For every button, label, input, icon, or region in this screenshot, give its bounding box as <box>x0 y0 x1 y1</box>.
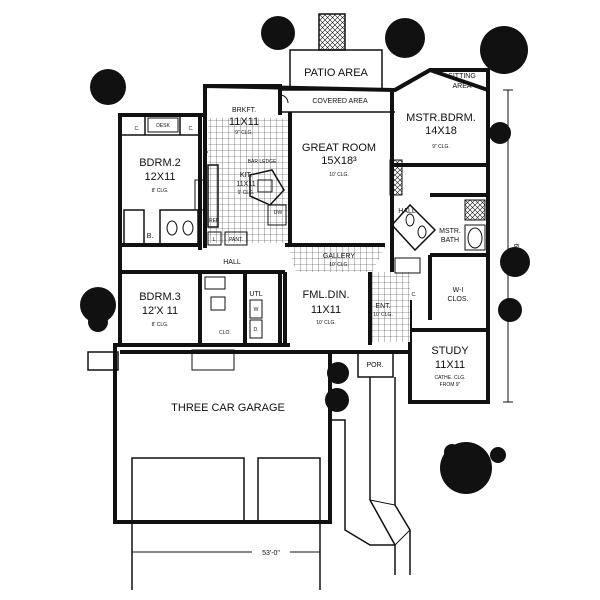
great-room-label: GREAT ROOM <box>302 142 376 154</box>
refrigerator-label: REF <box>209 218 219 224</box>
porch-walkway <box>330 351 411 575</box>
hall-master-label: HALL <box>398 208 416 215</box>
fixture-labels: HALL HALL DESK C. C. BAR LEDGE B. PANT. … <box>135 123 417 336</box>
closet-label-3: C. <box>412 292 417 298</box>
utility-fixtures <box>191 276 263 371</box>
garage-label: THREE CAR GARAGE <box>171 402 285 414</box>
master-bath-line2: BATH <box>441 237 459 244</box>
garage: THREE CAR GARAGE <box>87 351 321 590</box>
entry-ceiling: 10' CLG. <box>373 312 393 318</box>
kitchen-ceiling: 9' CLG. <box>238 190 255 196</box>
fireplace <box>389 159 403 196</box>
wic-line1: W-I <box>453 287 464 294</box>
study-label: STUDY <box>431 345 469 357</box>
breakfast-size: 11X11 <box>229 116 259 128</box>
bedroom2-size: 12X11 <box>145 171 176 183</box>
study-size: 11X11 <box>435 359 465 371</box>
closet-label-1: C. <box>135 126 140 132</box>
depth-dimension: 64' <box>512 243 519 252</box>
utility-label: UTL <box>249 291 262 298</box>
kitchen-counters <box>207 164 287 246</box>
bedroom2-closets <box>120 115 200 136</box>
gallery-floor <box>288 247 385 272</box>
linen-label: L <box>213 237 216 243</box>
rear-wall-upper <box>205 84 282 115</box>
great-room-ceiling: 10' CLG. <box>329 172 349 178</box>
closet-label-2: C. <box>189 126 194 132</box>
family-dining-ceiling: 10' CLG. <box>316 320 336 326</box>
dishwasher-label: DW <box>274 210 283 216</box>
sitting-area-line1: SITTING <box>448 73 476 80</box>
dimensions: 53'-0" 64' <box>131 89 519 558</box>
study-ceiling2: FROM 9" <box>440 382 461 388</box>
covered-area: COVERED AREA <box>279 89 395 113</box>
kitchen-label: KIT. <box>240 172 252 179</box>
breakfast-ceiling: 9" CLG. <box>235 130 253 136</box>
great-room-size: 15X18³ <box>321 155 357 167</box>
dryer-label: D. <box>254 327 259 333</box>
chimney <box>318 13 346 51</box>
master-bedroom-label: MSTR.BDRM. <box>406 112 476 124</box>
family-dining-size: 11X11 <box>311 304 341 316</box>
landscaping-trees <box>80 16 530 494</box>
breakfast-kitchen-floor <box>208 118 288 243</box>
room-labels: BRKFT. 11X11 9" CLG. GREAT ROOM 15X18³ 1… <box>139 107 476 388</box>
entry-floor <box>372 272 410 342</box>
sitting-area-line2: AREA <box>452 83 471 90</box>
breakfast-label: BRKFT. <box>232 107 256 114</box>
kitchen-size: 11X11 <box>236 181 255 188</box>
porch-label: POR. <box>366 362 383 369</box>
master-bedroom-ceiling: 9" CLG. <box>432 144 450 150</box>
master-bath-fixtures <box>390 199 486 274</box>
bedroom2-ceiling: 8' CLG. <box>152 188 169 194</box>
covered-area-label: COVERED AREA <box>312 98 368 105</box>
closet-long-label: CLO. <box>219 330 231 336</box>
washer-label: W <box>254 307 259 313</box>
master-bath-line1: MSTR. <box>439 228 461 235</box>
gallery-ceiling: 10' CLG. <box>329 262 349 268</box>
bath-fixtures <box>123 179 206 246</box>
study-ceiling1: CATHE. CLG. <box>434 375 465 381</box>
hall-main-label: HALL <box>223 259 241 266</box>
bedroom2-label: BDRM.2 <box>139 157 181 169</box>
bedroom3-size: 12'X 11 <box>142 305 178 317</box>
desk-label: DESK <box>156 123 170 129</box>
sitting-area: SITTING AREA <box>394 68 490 95</box>
bar-ledge-label: BAR LEDGE <box>248 159 277 165</box>
entry-label: ENT. <box>375 303 390 310</box>
master-bedroom-size: 14X18 <box>425 125 457 137</box>
width-dimension: 53'-0" <box>262 550 280 557</box>
family-dining-label: FML.DIN. <box>302 289 349 301</box>
bedroom3-ceiling: 8' CLG. <box>152 322 169 328</box>
wic-line2: CLOS. <box>447 296 468 303</box>
gallery-label: GALLERY <box>323 253 355 260</box>
pantry-label: PANT. <box>229 237 243 243</box>
patio-label: PATIO AREA <box>304 67 368 79</box>
bath-label: B. <box>147 233 154 240</box>
patio: PATIO AREA <box>289 49 383 91</box>
bedroom3-label: BDRM.3 <box>139 291 181 303</box>
